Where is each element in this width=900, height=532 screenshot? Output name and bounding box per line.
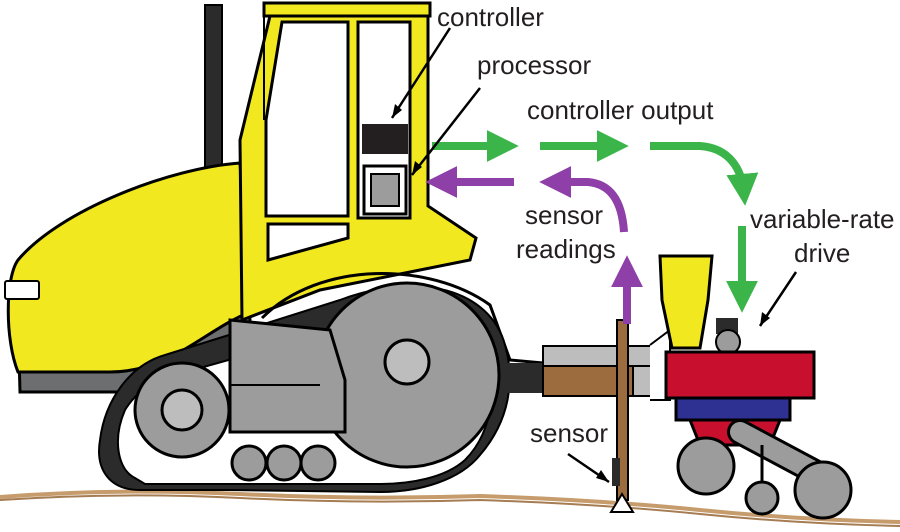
planter	[658, 254, 853, 520]
bogie-wheel-1	[230, 444, 268, 482]
controller-output-label: controller output	[527, 95, 714, 125]
fender-line	[260, 272, 566, 367]
purple-arrow-icon	[539, 166, 628, 233]
processor-label: processor	[477, 50, 591, 80]
variable-rate-label-2: drive	[794, 238, 850, 268]
hitch-bar	[505, 363, 547, 393]
variable-rate-label-1: variable-rate	[750, 204, 895, 234]
toolbar-top	[542, 345, 664, 367]
undercarriage-frame	[228, 318, 347, 434]
press-wheel	[744, 480, 780, 516]
soil-line	[0, 489, 900, 527]
controller-box	[362, 124, 408, 154]
controller-output-arrows	[432, 130, 759, 313]
exhaust-pipe	[204, 4, 223, 174]
seed-hopper	[658, 254, 714, 350]
cab-window-lower	[266, 222, 350, 262]
cab	[238, 1, 478, 323]
closing-wheel	[793, 460, 853, 520]
controller-callout	[390, 27, 452, 119]
green-arrow-icon	[650, 142, 759, 206]
planter-bar	[674, 396, 792, 422]
sensor-readings-label-1: sensor	[525, 200, 603, 230]
headlight	[4, 280, 40, 300]
bogie-wheel-3	[299, 444, 337, 482]
engine-hood	[6, 161, 252, 374]
planter-frame	[664, 350, 816, 400]
sensor-device	[612, 458, 620, 486]
sensor-reading-arrows	[425, 166, 643, 324]
gauge-wheel	[676, 436, 736, 496]
cab-window-rear	[264, 20, 350, 218]
sensor-label: sensor	[530, 418, 608, 448]
bogie-wheel-2	[265, 444, 303, 482]
sensor-tip	[609, 492, 635, 513]
controller-label: controller	[437, 2, 544, 32]
sensor-readings-label-2: readings	[516, 234, 616, 264]
processor-callout	[411, 87, 481, 176]
